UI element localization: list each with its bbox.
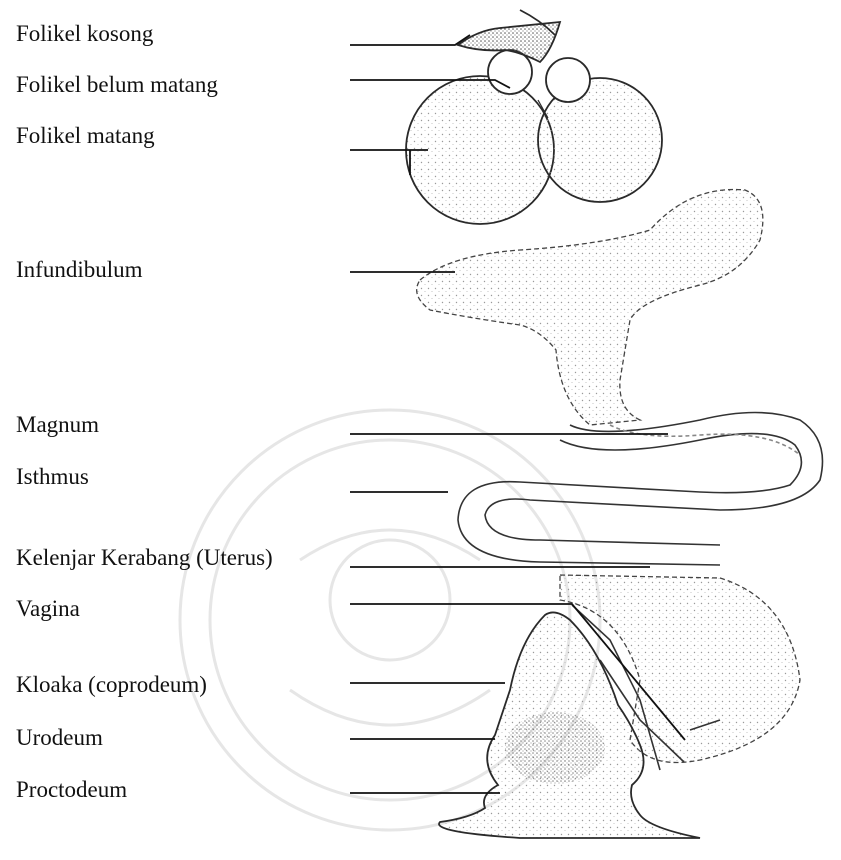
label-infundibulum: Infundibulum [16, 258, 143, 281]
label-folikel-kosong: Folikel kosong [16, 22, 153, 45]
ovary [406, 10, 662, 224]
label-isthmus: Isthmus [16, 465, 89, 488]
label-kelenjar-kerabang: Kelenjar Kerabang (Uterus) [16, 546, 273, 569]
label-magnum: Magnum [16, 413, 99, 436]
label-kloaka: Kloaka (coprodeum) [16, 673, 207, 696]
label-vagina: Vagina [16, 597, 80, 620]
label-folikel-matang: Folikel matang [16, 124, 155, 147]
folikel-small [546, 58, 590, 102]
infundibulum-shape [417, 190, 763, 426]
urodeum-chamber [505, 712, 605, 784]
label-urodeum: Urodeum [16, 726, 103, 749]
folikel-matang-large [406, 76, 554, 224]
label-proctodeum: Proctodeum [16, 778, 127, 801]
label-folikel-belum-matang: Folikel belum matang [16, 73, 218, 96]
